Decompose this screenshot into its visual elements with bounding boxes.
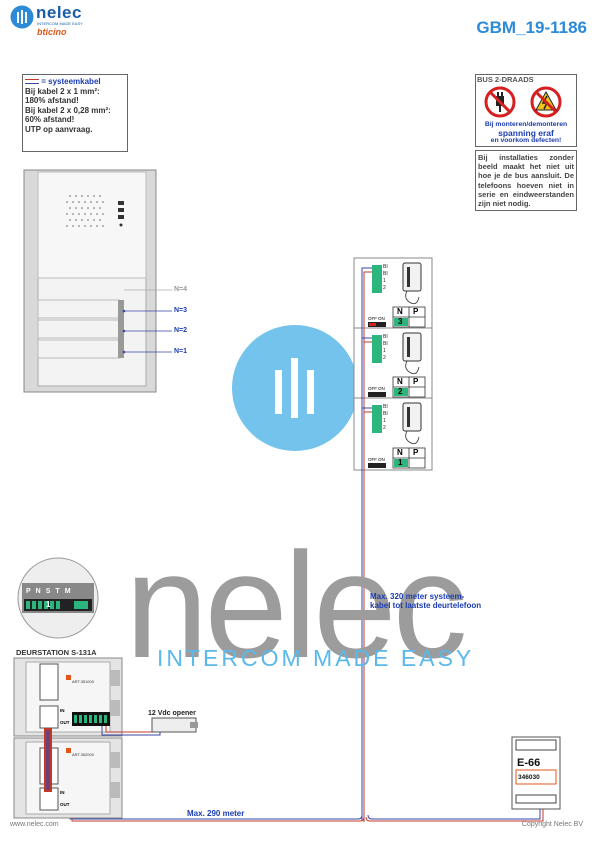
brand-sub: bticino <box>37 27 67 37</box>
terminal-label: BI <box>383 341 388 347</box>
bus-title: BUS 2-DRAADS <box>477 75 534 84</box>
dip-off: OFF <box>368 457 377 462</box>
psu-code: 346030 <box>518 774 540 781</box>
note-line: Bij kabel 2 x 1 mm²: <box>25 86 100 96</box>
terminal-label: 2 <box>383 355 386 361</box>
handset-n: N <box>397 307 403 316</box>
terminal-label: 2 <box>383 425 386 431</box>
pin-label: S <box>45 588 56 595</box>
logo-icon <box>10 5 34 34</box>
legend-label: = systeemkabel <box>41 77 101 86</box>
dip-off: OFF <box>368 386 377 391</box>
no-voltage-icon <box>530 86 562 123</box>
warning-line: spanning eraf <box>498 127 554 138</box>
door-station <box>13 657 123 819</box>
handset-n: N <box>397 448 403 457</box>
terminal-label: 1 <box>383 278 386 284</box>
opener-label: 12 Vdc opener <box>148 710 196 717</box>
terminal-label: 2 <box>383 285 386 291</box>
handset-index: 1 <box>398 458 403 467</box>
watermark-subtitle: INTERCOM MADE EASY <box>157 645 475 671</box>
handset-p: P <box>413 377 419 386</box>
label-n4: N=4 <box>174 286 188 293</box>
watermark-text: nelec <box>125 521 468 689</box>
label-n3: N=3 <box>174 307 188 314</box>
in-label: IN <box>60 790 65 795</box>
handset-n: N <box>397 377 403 386</box>
handset-index: 3 <box>398 317 403 326</box>
handset-p: P <box>413 307 419 316</box>
note-line: UTP op aanvraag. <box>25 124 93 134</box>
terminal-block <box>372 265 382 433</box>
out-label: OUT <box>60 802 70 807</box>
bus-note: Bij installaties zonder beeld maakt het … <box>475 150 577 212</box>
document-code: GBM_19-1186 <box>476 18 587 37</box>
module-detail <box>17 557 99 639</box>
pin-label: T <box>55 588 65 595</box>
cable-notes: = systeemkabel Bij kabel 2 x 1 mm²: 180%… <box>22 74 128 152</box>
cable-note-line: kabel tot laatste deurtelefoon <box>370 601 482 610</box>
terminal-label: BI <box>383 334 388 340</box>
in-label: IN <box>60 708 65 713</box>
module-pins: PNSTM <box>26 588 76 595</box>
handset-index: 2 <box>398 387 403 396</box>
logo-tagline: INTERCOM MADE EASY <box>37 21 83 26</box>
terminal-label: BI <box>383 411 388 417</box>
dip-off: OFF <box>368 316 377 321</box>
note-line: 60% afstand! <box>25 115 75 124</box>
pin-label: M <box>64 588 76 595</box>
warning-line: Bij monteren/demonteren <box>484 121 568 128</box>
bus-warning-text: Bij monteren/demonteren spanning eraf en… <box>475 121 577 145</box>
out-label: OUT <box>60 720 70 725</box>
cable-runs <box>69 470 544 822</box>
logo-text: nelec <box>36 3 82 22</box>
door-opener <box>101 717 198 736</box>
label-n1: N=1 <box>174 348 188 355</box>
power-supply <box>511 736 561 810</box>
dip-on: ON <box>378 386 385 391</box>
footer-copyright: Copyright Nelec BV <box>521 821 583 828</box>
handset-p: P <box>413 448 419 457</box>
station-title: DEURSTATION S-131A <box>16 648 97 657</box>
terminal-label: 1 <box>383 348 386 354</box>
handset-column <box>353 257 433 478</box>
dip-on: ON <box>378 457 385 462</box>
terminal-label: 1 <box>383 418 386 424</box>
label-n2: N=2 <box>174 327 188 334</box>
cable-note-320: Max. 320 meter systeem- kabel tot laatst… <box>370 592 481 610</box>
warning-line: en voorkom defecten! <box>490 137 562 144</box>
module-value: 1 <box>46 600 51 609</box>
cable-note-290: Max. 290 meter <box>187 809 245 818</box>
terminal-label: BI <box>383 404 388 410</box>
note-line: Bij kabel 2 x 0,28 mm²: <box>25 105 111 115</box>
note-line: 180% afstand! <box>25 96 79 105</box>
watermark-circle <box>232 325 358 456</box>
pin-label: P <box>26 588 36 595</box>
pin-label: N <box>35 588 46 595</box>
dip-on: ON <box>378 316 385 321</box>
module-code: ART.351000 <box>72 679 94 684</box>
module-code: ART.352000 <box>72 752 94 757</box>
no-plug-icon <box>484 86 516 123</box>
terminal-label: BI <box>383 271 388 277</box>
door-panel <box>23 169 172 393</box>
terminal-label: BI <box>383 264 388 270</box>
footer-website[interactable]: www.nelec.com <box>10 821 59 828</box>
bus-warning-box <box>475 74 577 147</box>
cable-note-line: Max. 320 meter systeem- <box>370 592 465 601</box>
psu-model: E-66 <box>517 757 541 769</box>
